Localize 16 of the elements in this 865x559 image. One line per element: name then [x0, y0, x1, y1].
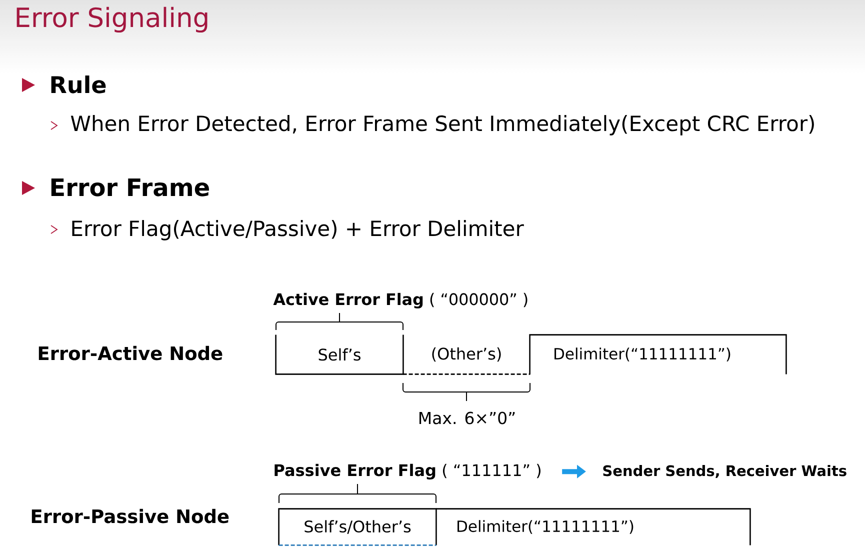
note-text: Sender Sends, Receiver Waits: [603, 464, 846, 478]
signal-segment: (Other’s): [402, 347, 530, 375]
bracket-label: Max. 6×”0”: [419, 412, 515, 424]
title: Error Signaling: [16, 6, 208, 33]
signal-segment: Delimiter(“11111111”): [436, 508, 751, 546]
bracket-label: Active Error Flag ( “000000” ): [273, 292, 528, 308]
signal-segment: Self’s/Other’s: [278, 508, 437, 546]
row-label: Error-Passive Node: [32, 508, 229, 524]
bullet-text: When Error Detected, Error Frame Sent Immediately(Except CRC Error): [70, 115, 814, 136]
flag-label: Passive Error Flag ( “111111” ): [274, 464, 540, 480]
heading: Rule: [51, 76, 106, 94]
signal-segment: Self’s: [275, 334, 404, 375]
signal-segment: Delimiter(“11111111”): [529, 334, 787, 374]
row-label: Error-Active Node: [38, 346, 222, 360]
bullet-text: Error Flag(Active/Passive) + Error Delimiter: [72, 220, 524, 240]
heading: Error Frame: [51, 178, 209, 196]
